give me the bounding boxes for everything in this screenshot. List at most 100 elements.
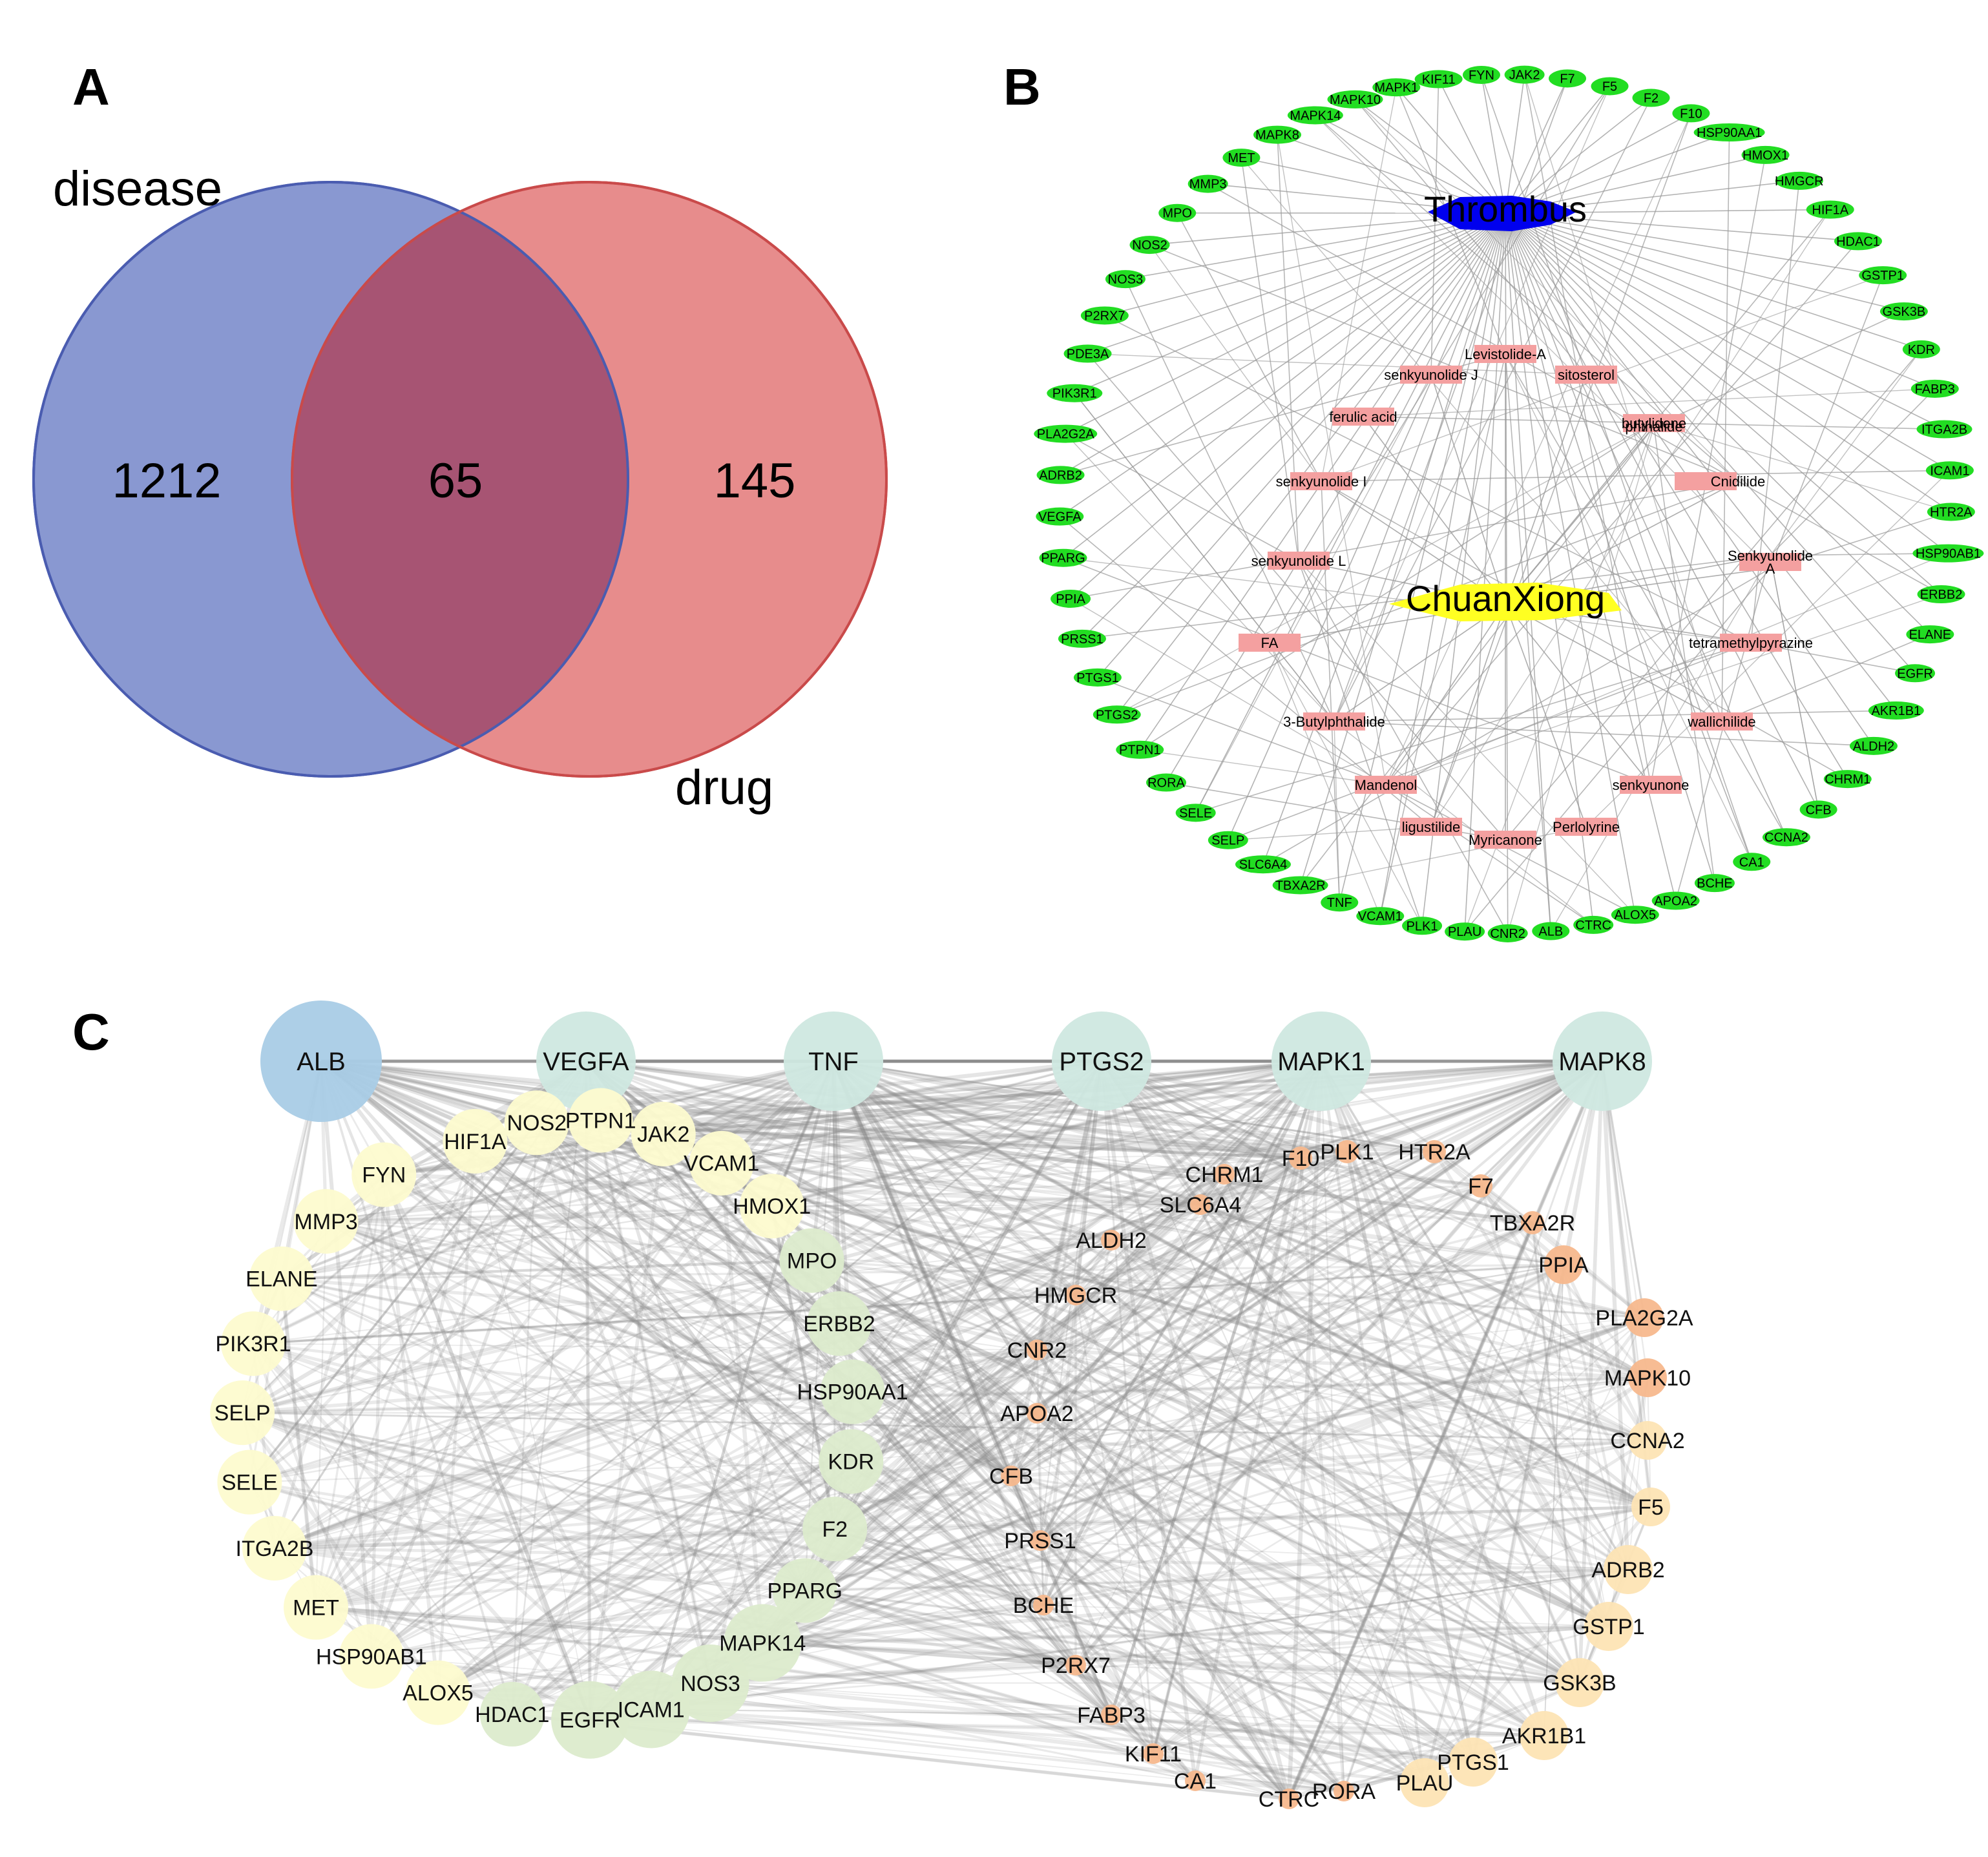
target-label-icam1: ICAM1: [1930, 464, 1969, 478]
b-edge-target-thrombus: [1505, 213, 1635, 915]
b-edge-target-compound: [1228, 643, 1751, 840]
b-edge-target-compound: [1196, 375, 1431, 813]
b-edge-target-compound: [1065, 434, 1299, 561]
target-label-plau: PLAU: [1448, 925, 1481, 939]
b-edge-target-compound: [1071, 599, 1386, 785]
ppi-label-hsp90aa1: HSP90AA1: [797, 1380, 908, 1405]
ppi-label-gstp1: GSTP1: [1573, 1615, 1644, 1639]
ppi-label-mapk10: MAPK10: [1604, 1366, 1691, 1391]
panel-b-network: B Thrombus ChuanXiong Levistolide-A senky…: [1003, 58, 1983, 942]
panel-b-letter: B: [1003, 58, 1041, 116]
b-edge-target-compound: [1386, 785, 1593, 925]
target-label-nos2: NOS2: [1132, 238, 1167, 253]
compound-label-levistolide-a: Levistolide-A: [1465, 346, 1546, 362]
compound-label-cnidilide: Cnidilide: [1711, 473, 1765, 490]
compound-label-senkyunolide-i: senkyunolide I: [1276, 473, 1367, 490]
target-label-pik3r1: PIK3R1: [1052, 387, 1097, 401]
ppi-label-vcam1: VCAM1: [684, 1152, 759, 1176]
ppi-label-pla2g2a: PLA2G2A: [1595, 1306, 1693, 1331]
chuanxiong-hub-label: ChuanXiong: [1406, 578, 1605, 619]
ppi-label-mmp3: MMP3: [294, 1210, 357, 1234]
target-label-alox5: ALOX5: [1615, 908, 1656, 922]
target-label-htr2a: HTR2A: [1930, 505, 1972, 519]
target-label-hif1a: HIF1A: [1812, 203, 1848, 218]
ppi-label-gsk3b: GSK3B: [1543, 1671, 1616, 1696]
target-label-pparg: PPARG: [1041, 552, 1085, 566]
ppi-label-tnf: TNF: [808, 1048, 859, 1076]
b-edge-target-compound: [1654, 311, 1904, 426]
ppi-label-kif11: KIF11: [1125, 1742, 1182, 1767]
ppi-label-plk1: PLK1: [1320, 1140, 1374, 1165]
target-label-f7: F7: [1560, 72, 1575, 86]
target-label-apoa2: APOA2: [1654, 895, 1697, 909]
target-label-f10: F10: [1680, 107, 1702, 121]
ppi-label-pparg: PPARG: [767, 1579, 842, 1603]
ppi-label-met: MET: [293, 1595, 339, 1620]
target-label-ppia: PPIA: [1056, 592, 1085, 607]
compound-label-sitosterol: sitosterol: [1558, 367, 1615, 383]
ppi-label-rora: RORA: [1312, 1779, 1376, 1804]
ppi-label-selp: SELP: [214, 1401, 271, 1426]
ppi-label-plau: PLAU: [1396, 1771, 1454, 1796]
target-label-erbb2: ERBB2: [1920, 588, 1963, 602]
panel-a-letter: A: [72, 58, 110, 116]
compound-label-senkyunolide-l: senkyunolide L: [1251, 553, 1346, 569]
target-label-ptpn1: PTPN1: [1119, 743, 1160, 758]
ppi-label-ptpn1: PTPN1: [565, 1108, 636, 1133]
target-label-kdr: KDR: [1908, 343, 1935, 357]
b-edge-target-thrombus: [1505, 213, 1551, 931]
target-label-alb: ALB: [1538, 925, 1563, 939]
b-edge-target-thrombus: [1505, 213, 1676, 901]
ppi-label-fyn: FYN: [362, 1163, 406, 1188]
target-label-f2: F2: [1644, 92, 1658, 106]
ppi-label-nos3: NOS3: [680, 1672, 740, 1696]
target-label-mapk8: MAPK8: [1255, 129, 1299, 143]
ppi-label-ca1: CA1: [1174, 1769, 1217, 1794]
target-label-fabp3: FABP3: [1915, 382, 1955, 397]
b-edge-target-compound: [1149, 245, 1321, 481]
compound-label-myricanone: Myricanone: [1469, 832, 1542, 848]
compound-label-3-butylphthalide: 3-Butylphthalide: [1283, 714, 1385, 730]
ppi-label-jak2: JAK2: [637, 1123, 689, 1147]
intersection-count: 65: [428, 453, 483, 508]
target-label-cfb: CFB: [1806, 803, 1832, 817]
target-label-met: MET: [1228, 151, 1255, 165]
target-label-hsp90ab1: HSP90AB1: [1916, 547, 1981, 561]
b-edge-target-thrombus: [1465, 213, 1505, 931]
ppi-label-tbxa2r: TBXA2R: [1490, 1211, 1575, 1236]
ppi-label-ptgs2: PTGS2: [1059, 1048, 1144, 1076]
ppi-label-ppia: PPIA: [1538, 1253, 1589, 1278]
target-label-pde3a: PDE3A: [1067, 348, 1109, 362]
target-label-prss1: PRSS1: [1061, 632, 1104, 647]
panel-c-letter: C: [72, 1003, 110, 1061]
target-label-hmgcr: HMGCR: [1775, 174, 1824, 189]
b-edge-target-thrombus: [1339, 213, 1505, 902]
ppi-label-vegfa: VEGFA: [543, 1048, 629, 1076]
ppi-label-apoa2: APOA2: [1000, 1402, 1073, 1426]
ppi-label-erbb2: ERBB2: [803, 1312, 875, 1336]
ppi-label-p2rx7: P2RX7: [1041, 1654, 1111, 1678]
target-label-plk1: PLK1: [1407, 919, 1438, 933]
target-label-pla2g2a: PLA2G2A: [1037, 428, 1095, 442]
target-label-mmp3: MMP3: [1189, 178, 1227, 192]
target-label-ca1: CA1: [1739, 855, 1764, 869]
b-edge-target-compound: [1098, 678, 1386, 785]
target-label-p2rx7: P2RX7: [1084, 309, 1125, 323]
target-label-sele: SELE: [1179, 806, 1212, 820]
target-label-vcam1: VCAM1: [1358, 909, 1403, 924]
target-label-adrb2: ADRB2: [1039, 468, 1082, 482]
ppi-label-f7: F7: [1468, 1174, 1494, 1199]
target-label-hmox1: HMOX1: [1742, 149, 1788, 163]
b-edge-target-compound: [1355, 99, 1586, 375]
target-label-mapk10: MAPK10: [1330, 93, 1381, 107]
ppi-label-egfr: EGFR: [560, 1708, 620, 1733]
b-edge-target-compound: [1334, 721, 1874, 746]
target-label-hsp90aa1: HSP90AA1: [1697, 126, 1762, 140]
thrombus-hub-label: Thrombus: [1424, 189, 1587, 229]
target-label-aldh2: ALDH2: [1853, 740, 1894, 754]
ppi-label-nos2: NOS2: [507, 1111, 567, 1136]
ppi-label-slc6a4: SLC6A4: [1160, 1193, 1242, 1218]
b-edge-target-compound: [1738, 481, 1941, 594]
target-label-jak2: JAK2: [1509, 68, 1540, 83]
